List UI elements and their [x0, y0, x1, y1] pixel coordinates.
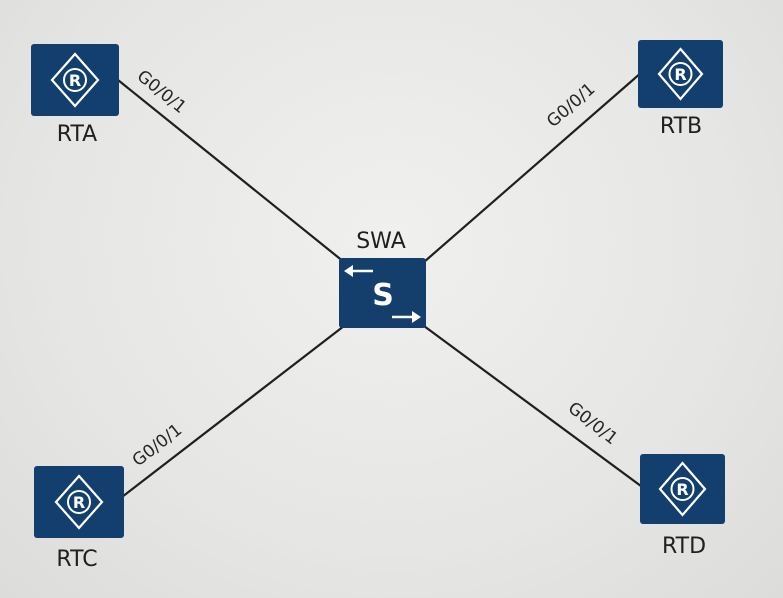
router-icon	[638, 40, 723, 108]
router-rta[interactable]: R	[31, 44, 119, 116]
svg-text:R: R	[69, 71, 81, 90]
svg-text:R: R	[674, 65, 686, 84]
port-label-rtb: G0/0/1	[543, 79, 599, 132]
router-rtb[interactable]: R	[638, 40, 723, 108]
router-icon	[640, 454, 725, 524]
port-label-rtc: G0/0/1	[129, 420, 186, 471]
router-icon	[34, 466, 124, 538]
link-rtd-swa	[423, 325, 646, 490]
router-label-rtd: RTD	[662, 534, 706, 559]
switch-swa[interactable]: S	[339, 258, 426, 328]
switch-label-swa: SWA	[356, 229, 406, 254]
router-rtc[interactable]: R	[34, 466, 124, 538]
router-label-rtc: RTC	[56, 547, 97, 572]
router-label-rta: RTA	[57, 122, 97, 147]
router-label-rtb: RTB	[660, 114, 702, 139]
router-rtd[interactable]: R	[640, 454, 725, 524]
svg-text:R: R	[73, 493, 85, 512]
port-label-rtd: G0/0/1	[564, 398, 621, 449]
switch-icon	[339, 258, 426, 328]
link-rtc-swa	[121, 325, 345, 498]
port-label-rta: G0/0/1	[133, 66, 190, 117]
link-rtb-swa	[423, 71, 643, 263]
link-rta-swa	[117, 79, 345, 263]
router-icon	[31, 44, 119, 116]
svg-text:S: S	[372, 278, 394, 313]
svg-text:R: R	[676, 480, 688, 499]
